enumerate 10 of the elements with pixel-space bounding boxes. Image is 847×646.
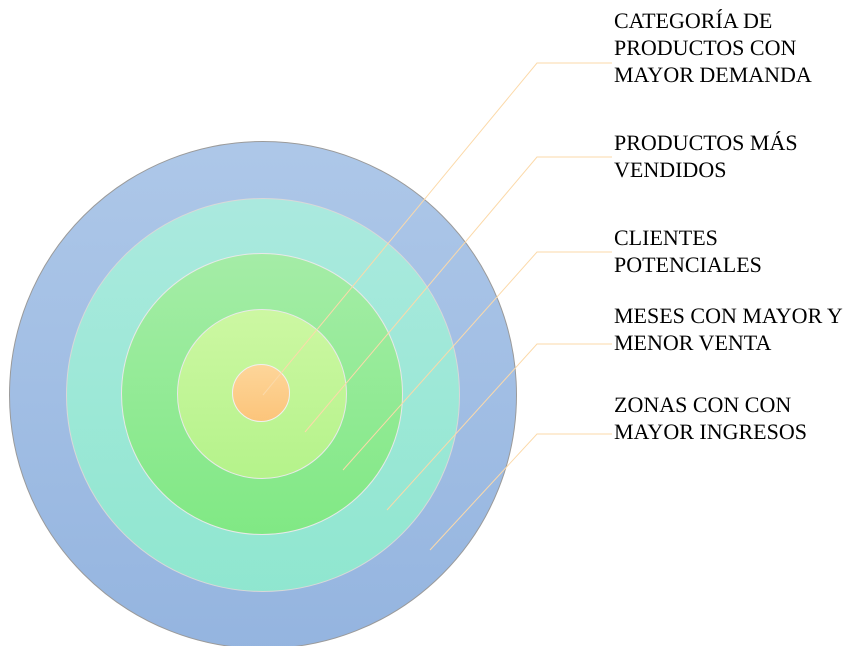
- ring-label: CATEGORÍA DE PRODUCTOS CON MAYOR DEMANDA: [614, 7, 847, 88]
- ring-label: CLIENTES POTENCIALES: [614, 224, 847, 278]
- ring-label: ZONAS CON CON MAYOR INGRESOS: [614, 391, 847, 445]
- leader-line: [262, 62, 612, 396]
- ring-label: MESES CON MAYOR Y MENOR VENTA: [614, 302, 847, 356]
- ring-label: PRODUCTOS MÁS VENDIDOS: [614, 129, 847, 183]
- leader-line: [304, 156, 612, 432]
- leader-line: [430, 434, 612, 550]
- leader-line: [386, 344, 612, 510]
- leader-line: [342, 252, 612, 470]
